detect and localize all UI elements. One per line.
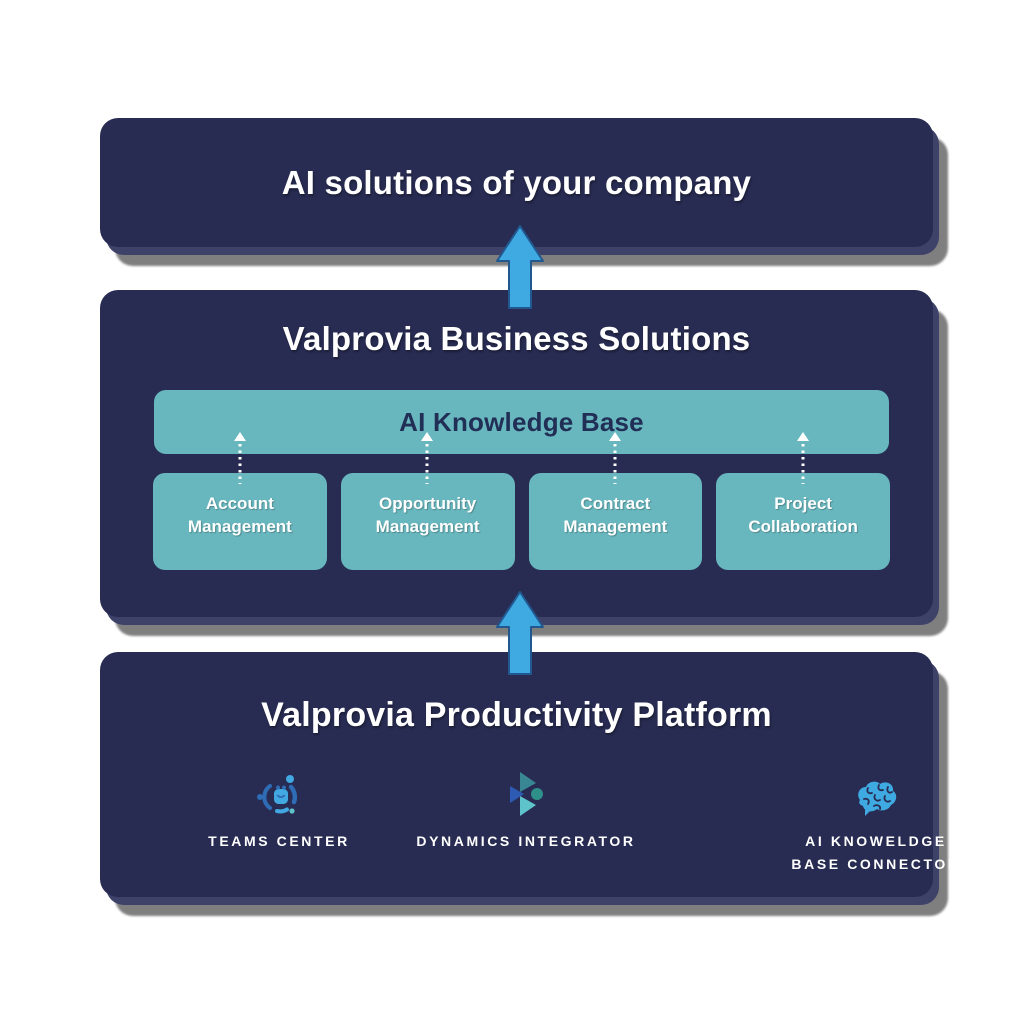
products-row: TEAMS CENTER DYNAMICS INTEGRATOR	[100, 652, 958, 897]
teams-center-icon	[253, 768, 305, 818]
module-label: Contract	[580, 493, 651, 513]
module-label: Management	[187, 516, 292, 536]
module-account-management: Account Management	[153, 473, 327, 570]
teams-center-label: TEAMS CENTER	[208, 833, 350, 849]
ai-knowledge-base-connector-icon	[852, 768, 900, 818]
dynamics-integrator-icon	[506, 768, 546, 818]
module-label: Project	[774, 493, 832, 513]
dashed-up-arrow	[609, 432, 621, 484]
dynamics-integrator-label: DYNAMICS INTEGRATOR	[416, 833, 636, 849]
module-project-collaboration: Project Collaboration	[716, 473, 890, 570]
modules-row: Account Management Opportunity Managemen…	[153, 473, 890, 570]
module-label: Collaboration	[748, 516, 858, 536]
business-solutions-title: Valprovia Business Solutions	[282, 320, 751, 357]
label-line: AI KNOWELDGE	[805, 833, 947, 849]
ai-knowledge-base-connector-label: AI KNOWELDGE BASE CONNECTOR	[791, 830, 960, 876]
module-label: Management	[563, 516, 668, 536]
product-ai-knowledge-base-connector: AI KNOWELDGE BASE CONNECTOR	[756, 768, 996, 876]
top-panel: AI solutions of your company	[100, 118, 933, 247]
ai-knowledge-base-bar: AI Knowledge Base	[154, 390, 889, 454]
module-label: Opportunity	[378, 493, 477, 513]
productivity-platform-panel: Valprovia Productivity Platform TEAMS CE…	[100, 652, 958, 897]
top-panel-title: AI solutions of your company	[281, 163, 752, 201]
module-label: Management	[375, 516, 480, 536]
business-solutions-panel: Valprovia Business Solutions AI Knowledg…	[100, 290, 933, 617]
up-arrow-bottom-to-middle	[496, 591, 544, 675]
product-teams-center: TEAMS CENTER	[159, 768, 399, 853]
module-opportunity-management: Opportunity Management	[340, 473, 515, 570]
module-label: Account	[205, 493, 274, 513]
product-dynamics-integrator: DYNAMICS INTEGRATOR	[406, 768, 646, 853]
module-contract-management: Contract Management	[528, 473, 703, 570]
productivity-platform-title: Valprovia Productivity Platform	[261, 696, 772, 734]
up-arrow-middle-to-top	[496, 225, 544, 309]
dashed-up-arrow	[797, 432, 809, 484]
dashed-up-arrow	[234, 432, 246, 484]
label-line: BASE CONNECTOR	[791, 856, 961, 872]
dashed-up-arrow	[421, 432, 433, 484]
ai-knowledge-base-label: AI Knowledge Base	[399, 406, 644, 437]
